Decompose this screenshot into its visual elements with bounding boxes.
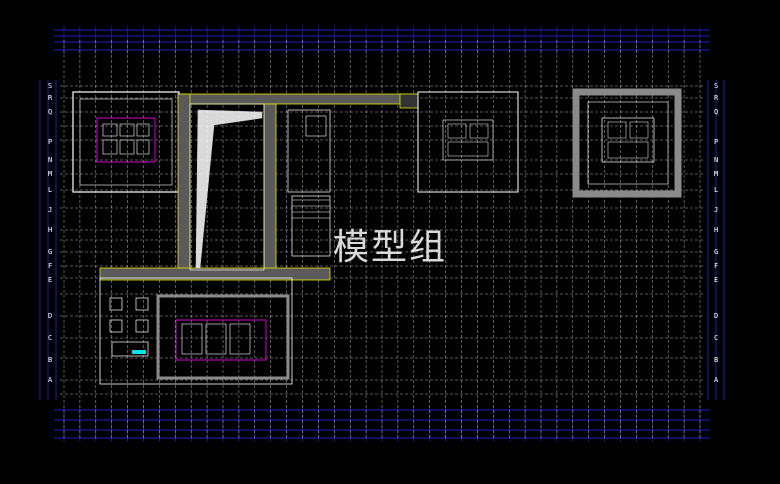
row-axis-label-left: N [48, 156, 52, 164]
row-axis-label-right: G [714, 248, 718, 256]
top-left-core-plan [72, 91, 180, 193]
row-axis-label-right: D [714, 312, 718, 320]
atrium-void [189, 103, 265, 271]
row-axis-label-left: E [48, 276, 52, 284]
row-axis-label-right: A [714, 376, 719, 384]
bottom-left-core-plan [99, 277, 293, 385]
bottom-left-stair-cores [109, 297, 149, 357]
row-axis-label-left: C [48, 334, 52, 342]
row-axis-label-right: J [714, 206, 718, 214]
horizontal-grid-lines [60, 85, 704, 395]
row-axis-label-left: G [48, 248, 52, 256]
row-axis-label-left: R [48, 94, 53, 102]
watermark-text: 模型组 [333, 227, 448, 268]
row-axis-label-right: P [714, 138, 718, 146]
right-core-plan [572, 88, 682, 198]
row-axis-label-left: F [48, 262, 52, 270]
middle-right-core-plan [417, 91, 519, 193]
row-axis-label-left: A [48, 376, 53, 384]
row-axis-label-left: L [48, 186, 52, 194]
row-axis-label-right: H [714, 226, 718, 234]
row-axis-label-right: Q [714, 108, 718, 116]
row-axis-label-left: D [48, 312, 52, 320]
stair-block [287, 109, 331, 257]
hatched-band [99, 93, 419, 281]
row-axis-label-right: L [714, 186, 718, 194]
row-axis-label-left: S [48, 82, 52, 90]
row-axis-label-left: B [48, 356, 52, 364]
row-axis-label-left: Q [48, 108, 52, 116]
row-axis-label-left: H [48, 226, 52, 234]
row-axis-label-right: S [714, 82, 718, 90]
row-axis-label-left: J [48, 206, 52, 214]
row-axis-label-right: N [714, 156, 718, 164]
row-axis-label-right: F [714, 262, 718, 270]
row-axis-label-right: B [714, 356, 718, 364]
row-axis-label-left: P [48, 138, 52, 146]
row-axis-label-left: M [48, 170, 52, 178]
row-axis-label-right: C [714, 334, 718, 342]
row-axis-label-right: R [714, 94, 719, 102]
row-axis-label-right: E [714, 276, 718, 284]
row-axis-label-right: M [714, 170, 718, 178]
